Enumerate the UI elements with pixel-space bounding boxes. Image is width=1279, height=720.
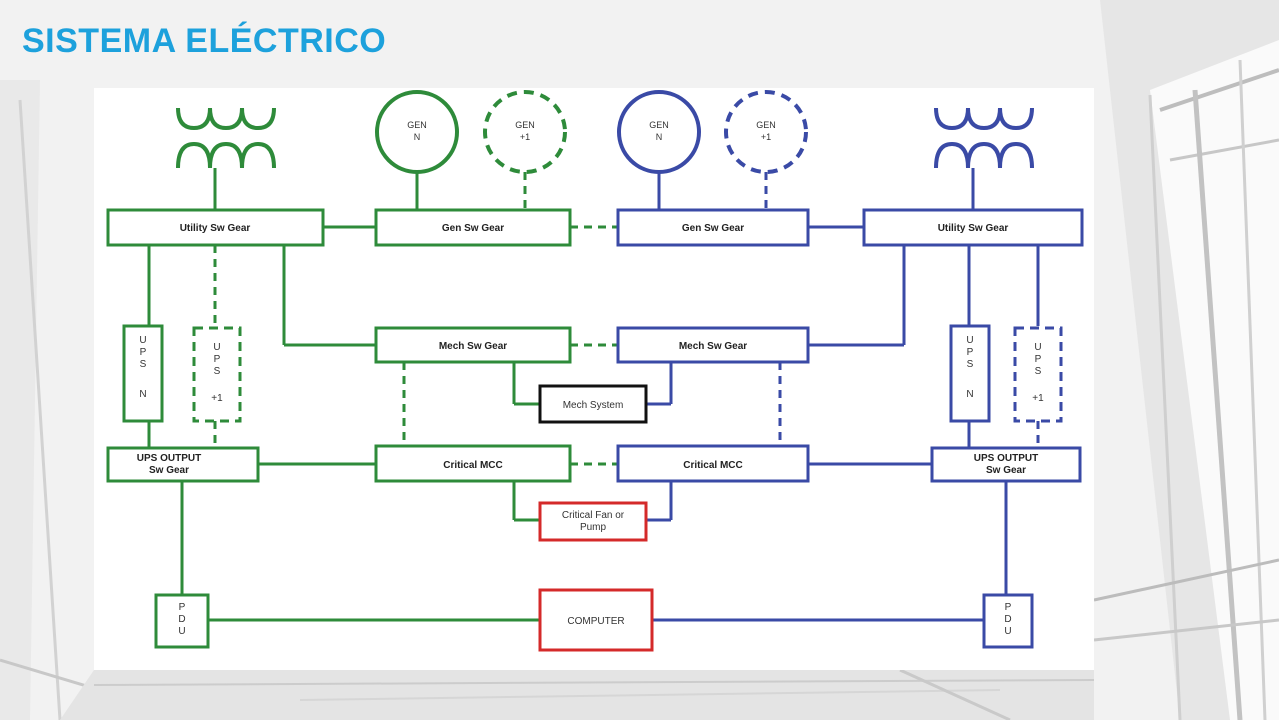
pdu-right-l2: D <box>1004 614 1011 625</box>
ups-output-left-l1: UPS OUTPUT <box>137 453 201 464</box>
ups-left-n-l2: P <box>140 347 147 358</box>
ups-right-n-l5: N <box>966 389 973 400</box>
ups-left-plus-l5: +1 <box>211 393 223 404</box>
ups-left-plus-l1: U <box>213 342 220 353</box>
pdu-left-l1: P <box>179 602 186 613</box>
slide-title: SISTEMA ELÉCTRICO <box>22 22 387 60</box>
generator-left-plus-one: GEN +1 <box>483 90 567 174</box>
side-a-redundant-lines <box>213 172 618 466</box>
gen-sw-right-label: Gen Sw Gear <box>682 223 744 234</box>
critical-mcc-left: Critical MCC <box>374 444 572 483</box>
utility-sw-gear-right: Utility Sw Gear <box>862 208 1084 247</box>
ups-right-plus-one: U P S +1 <box>1013 326 1063 423</box>
critical-fan-l1: Critical Fan or <box>562 510 625 521</box>
mech-sw-gear-right: Mech Sw Gear <box>616 326 810 364</box>
utility-sw-gear-left: Utility Sw Gear <box>106 208 325 247</box>
critical-fan-l2: Pump <box>580 522 607 533</box>
gen-right-plus-line2: +1 <box>761 132 771 142</box>
gen-sw-gear-right: Gen Sw Gear <box>616 208 810 247</box>
critical-mcc-right: Critical MCC <box>616 444 810 483</box>
gen-left-plus-line1: GEN <box>515 120 535 130</box>
pdu-right-l1: P <box>1005 602 1012 613</box>
pdu-right-l3: U <box>1004 626 1011 637</box>
gen-left-n-line1: GEN <box>407 120 427 130</box>
pdu-left: P D U <box>154 593 210 649</box>
gen-right-n-line2: N <box>656 132 663 142</box>
generator-right-plus-one: GEN +1 <box>724 90 808 174</box>
gen-sw-left-label: Gen Sw Gear <box>442 223 504 234</box>
generator-left-n: GEN N <box>375 90 459 174</box>
mech-system-label: Mech System <box>563 400 624 411</box>
ups-left-n-l3: S <box>140 359 147 370</box>
ups-left-n-l5: N <box>139 389 146 400</box>
side-a-lines <box>147 168 540 622</box>
generator-right-n: GEN N <box>617 90 701 174</box>
critical-mcc-left-label: Critical MCC <box>443 460 502 471</box>
transformer-left-icon <box>176 107 276 169</box>
computer: COMPUTER <box>538 588 654 652</box>
gen-sw-gear-left: Gen Sw Gear <box>374 208 572 247</box>
ups-output-left-l2: Sw Gear <box>149 465 189 476</box>
power-distribution-diagram: GEN N GEN +1 GEN N GEN +1 Utility Sw Gea… <box>106 90 1084 652</box>
ups-output-sw-gear-right: UPS OUTPUT Sw Gear <box>930 446 1082 483</box>
mech-right-label: Mech Sw Gear <box>679 341 747 352</box>
pdu-left-l3: U <box>178 626 185 637</box>
ups-left-plus-one: U P S +1 <box>192 326 242 423</box>
utility-right-label: Utility Sw Gear <box>938 223 1009 234</box>
side-b-redundant-lines <box>764 172 1040 448</box>
pdu-left-l2: D <box>178 614 185 625</box>
gen-right-n-line1: GEN <box>649 120 669 130</box>
diagram-panel: GEN N GEN +1 GEN N GEN +1 Utility Sw Gea… <box>94 88 1094 670</box>
critical-fan-or-pump: Critical Fan or Pump <box>538 501 648 542</box>
pdu-right: P D U <box>982 593 1034 649</box>
ups-right-plus-l1: U <box>1034 342 1041 353</box>
ups-left-plus-l2: P <box>214 354 221 365</box>
ups-left-n: U P S N <box>122 324 164 423</box>
ups-output-sw-gear-left: UPS OUTPUT Sw Gear <box>106 446 260 483</box>
ups-right-n-l1: U <box>966 335 973 346</box>
ups-output-right-l1: UPS OUTPUT <box>974 453 1038 464</box>
computer-label: COMPUTER <box>567 616 624 627</box>
ups-output-right-l2: Sw Gear <box>986 465 1026 476</box>
mech-left-label: Mech Sw Gear <box>439 341 507 352</box>
mech-sw-gear-left: Mech Sw Gear <box>374 326 572 364</box>
ups-right-n: U P S N <box>949 324 991 423</box>
ups-right-plus-l2: P <box>1035 354 1042 365</box>
critical-mcc-right-label: Critical MCC <box>683 460 742 471</box>
ups-right-plus-l3: S <box>1035 366 1042 377</box>
gen-right-plus-line1: GEN <box>756 120 776 130</box>
gen-left-plus-line2: +1 <box>520 132 530 142</box>
ups-left-n-l1: U <box>139 335 146 346</box>
ups-right-plus-l5: +1 <box>1032 393 1044 404</box>
transformer-right-icon <box>934 107 1034 169</box>
mech-system: Mech System <box>538 384 648 424</box>
utility-left-label: Utility Sw Gear <box>180 223 251 234</box>
gen-left-n-line2: N <box>414 132 421 142</box>
side-b-lines <box>646 168 1040 622</box>
ups-right-n-l2: P <box>967 347 974 358</box>
ups-left-plus-l3: S <box>214 366 221 377</box>
ups-right-n-l3: S <box>967 359 974 370</box>
